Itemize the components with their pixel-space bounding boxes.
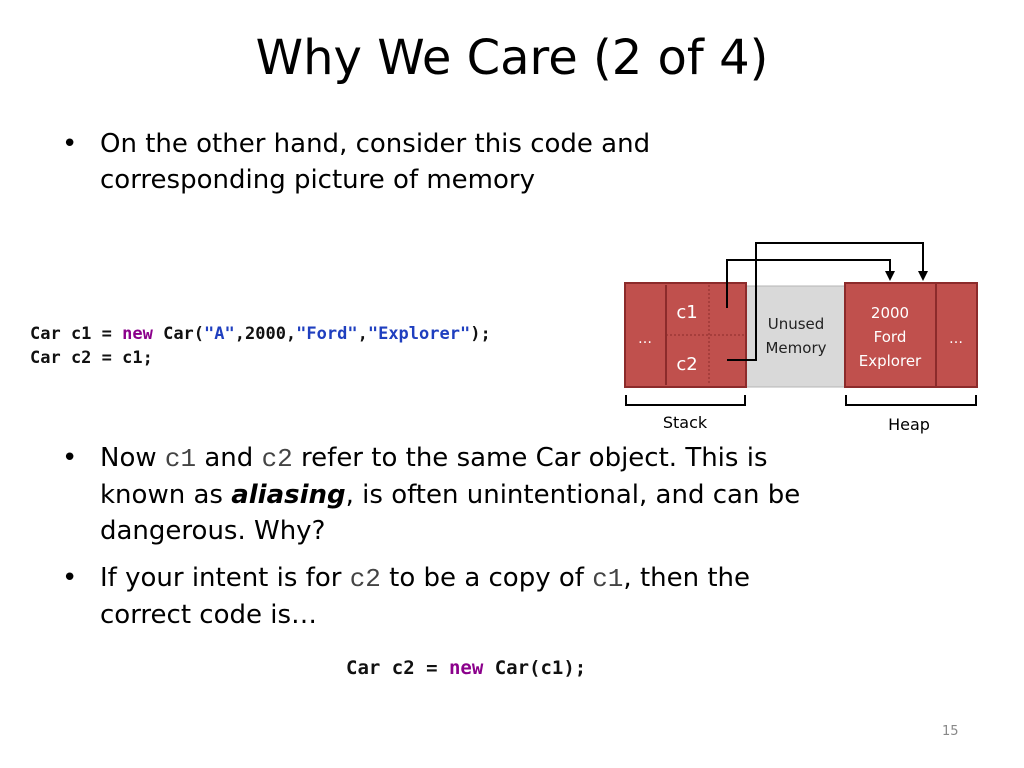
code-c2: c2 — [349, 564, 381, 594]
bullet-3-text: If your intent is for c2 to be a copy of… — [100, 560, 970, 633]
term-aliasing: aliasing — [231, 480, 346, 510]
text-span: If your intent is for — [100, 563, 350, 593]
code-text: , — [357, 324, 368, 344]
code-text: ,2000, — [234, 324, 297, 344]
text-span: known as — [100, 480, 232, 510]
code-c1: c1 — [592, 564, 624, 594]
bullet-2-line3: dangerous. Why? — [100, 516, 326, 546]
code-text: ); — [470, 324, 491, 344]
stack-ellipsis: … — [638, 331, 652, 347]
code-string: "Explorer" — [367, 324, 471, 344]
unused-memory-label-1: Unused — [768, 315, 825, 333]
stack-brace — [625, 395, 746, 406]
heap-ellipsis-block — [935, 282, 978, 388]
code1-line1: Car c1 = new Car("A",2000,"Ford","Explor… — [30, 324, 491, 344]
bullet-1-line1: On the other hand, consider this code an… — [100, 129, 651, 159]
bullet-3-line2: correct code is… — [100, 600, 318, 630]
code-block-2: Car c2 = new Car(c1); — [346, 656, 586, 680]
stack-var-c2: c2 — [676, 354, 697, 375]
text-span: and — [196, 443, 262, 473]
text-span: , is often unintentional, and can be — [345, 480, 801, 510]
heap-car-object — [844, 282, 937, 388]
code-c2: c2 — [261, 444, 293, 474]
heap-ellipsis: … — [949, 331, 963, 347]
bullet-marker: • — [62, 563, 78, 593]
code-text: Car c2 = — [346, 657, 449, 679]
code-text: Car c1 = — [30, 324, 123, 344]
code-text: Car( — [152, 324, 205, 344]
bullet-3-line1: If your intent is for c2 to be a copy of… — [100, 560, 970, 597]
bullet-2-line1: Now c1 and c2 refer to the same Car obje… — [100, 440, 970, 477]
stack-block — [624, 282, 747, 388]
stack-label: Stack — [663, 413, 708, 432]
code-keyword: new — [448, 657, 484, 679]
slide-title: Why We Care (2 of 4) — [255, 30, 769, 86]
text-span: to be a copy of — [380, 563, 593, 593]
unused-memory-label-2: Memory — [765, 339, 826, 357]
bullet-2-text: Now c1 and c2 refer to the same Car obje… — [100, 440, 970, 549]
bullet-2-line2: known as aliasing, is often unintentiona… — [100, 477, 970, 513]
c2-pointer-arrow — [727, 242, 928, 361]
code-text: Car(c1); — [483, 657, 587, 679]
code-keyword: new — [122, 324, 153, 344]
text-span: refer to the same Car object. This is — [292, 443, 768, 473]
bullet-1-line2: corresponding picture of memory — [100, 165, 535, 195]
page-number: 15 — [942, 724, 959, 739]
bullet-marker: • — [62, 443, 78, 473]
code-string: "Ford" — [296, 324, 358, 344]
bullet-marker: • — [62, 129, 78, 159]
heap-object-make: Ford — [874, 328, 907, 346]
text-span: Now — [100, 443, 165, 473]
unused-memory-block — [744, 285, 850, 388]
code1-line2: Car c2 = c1; — [30, 348, 153, 368]
text-span: , then the — [623, 563, 751, 593]
code-c1: c1 — [164, 444, 197, 474]
stack-var-c1: c1 — [676, 302, 697, 323]
heap-object-year: 2000 — [871, 304, 909, 322]
heap-brace — [845, 395, 977, 406]
heap-label: Heap — [888, 415, 930, 434]
bullet-1-text: On the other hand, consider this code an… — [100, 126, 970, 198]
code-block-1: Car c1 = new Car("A",2000,"Ford","Explor… — [30, 322, 491, 370]
c1-pointer-arrow — [726, 259, 895, 308]
code-string: "A" — [204, 324, 235, 344]
heap-object-model: Explorer — [859, 352, 922, 370]
